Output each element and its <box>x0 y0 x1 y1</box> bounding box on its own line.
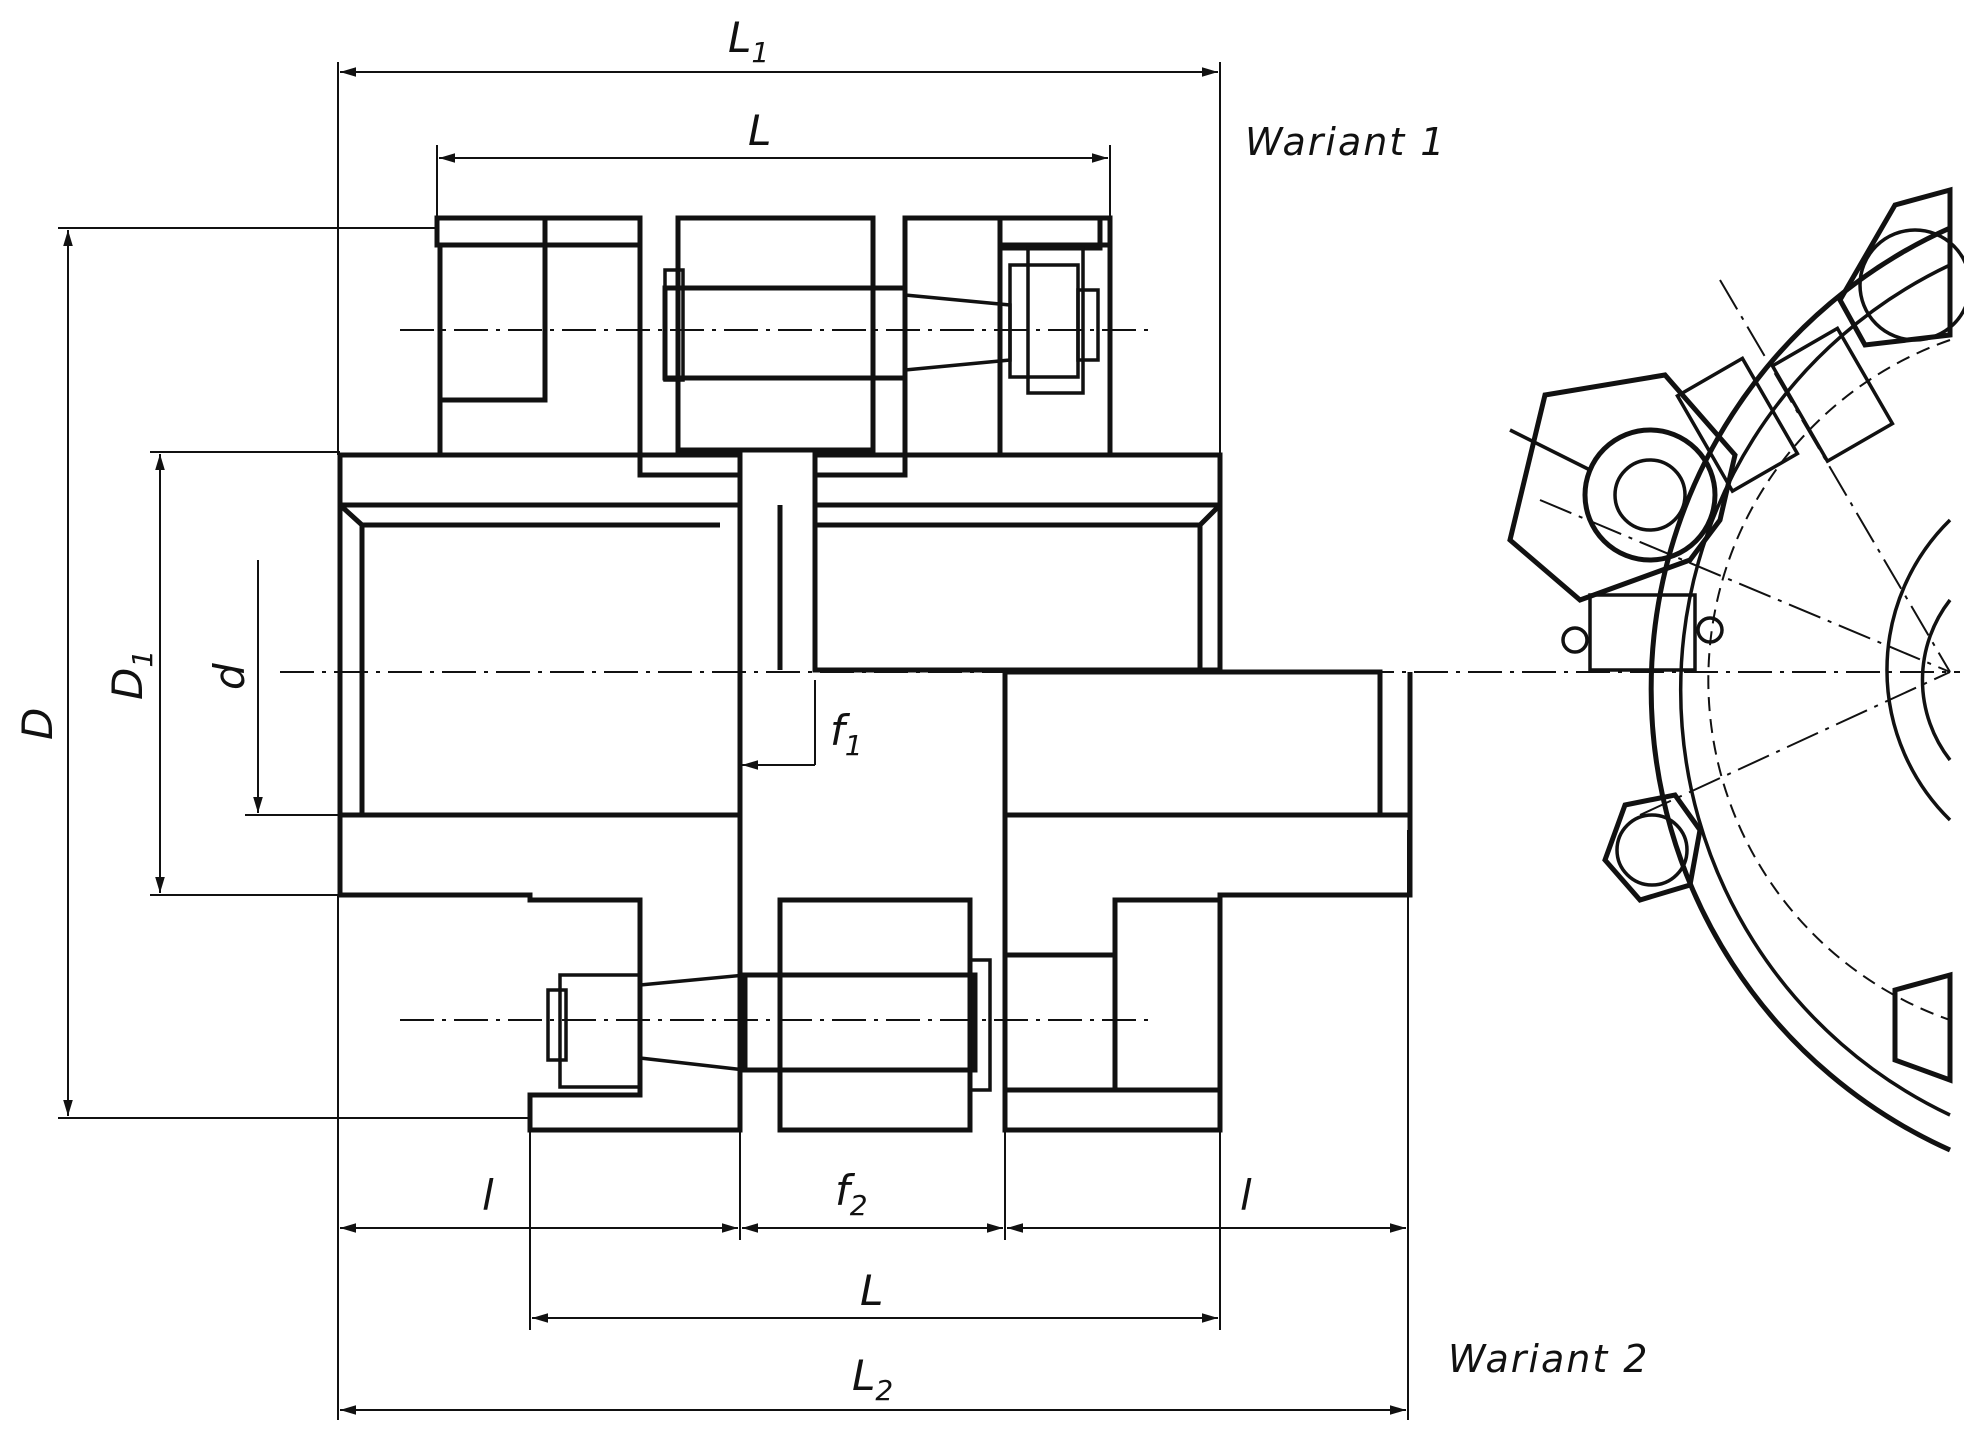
label-D1: D1 <box>103 650 159 700</box>
right-hub-upper <box>812 215 1223 508</box>
label-f1: f1 <box>830 706 863 762</box>
label-D: D <box>13 708 62 740</box>
left-hub-lower <box>337 812 743 1133</box>
elastic-sleeve-upper <box>675 215 876 453</box>
label-f2: f2 <box>835 1166 868 1222</box>
label-l-right: l <box>1240 1171 1252 1220</box>
variant-1-label: Wariant 1 <box>1245 120 1447 164</box>
upper-coupling-section <box>337 215 1223 508</box>
upper-outline <box>437 215 1223 505</box>
label-l-left: l <box>482 1171 494 1220</box>
label-L1: L1 <box>728 13 769 69</box>
shaft-bore <box>280 452 1960 1130</box>
label-L2: L2 <box>852 1351 893 1407</box>
label-L-top: L <box>748 106 771 155</box>
variant-2-label: Wariant 2 <box>1448 1337 1650 1381</box>
pin-upper <box>662 285 908 381</box>
right-hub-lower <box>1002 812 1413 1133</box>
side-view <box>1507 186 1964 1153</box>
label-d: d <box>205 663 254 690</box>
label-L-bottom: L <box>860 1266 883 1315</box>
dimensions <box>58 62 1409 1420</box>
lower-coupling-section <box>337 812 1413 1133</box>
elastic-sleeve-lower <box>777 897 973 1133</box>
left-hub-flange-top <box>434 215 643 248</box>
right-hub-flange-top <box>997 215 1113 248</box>
